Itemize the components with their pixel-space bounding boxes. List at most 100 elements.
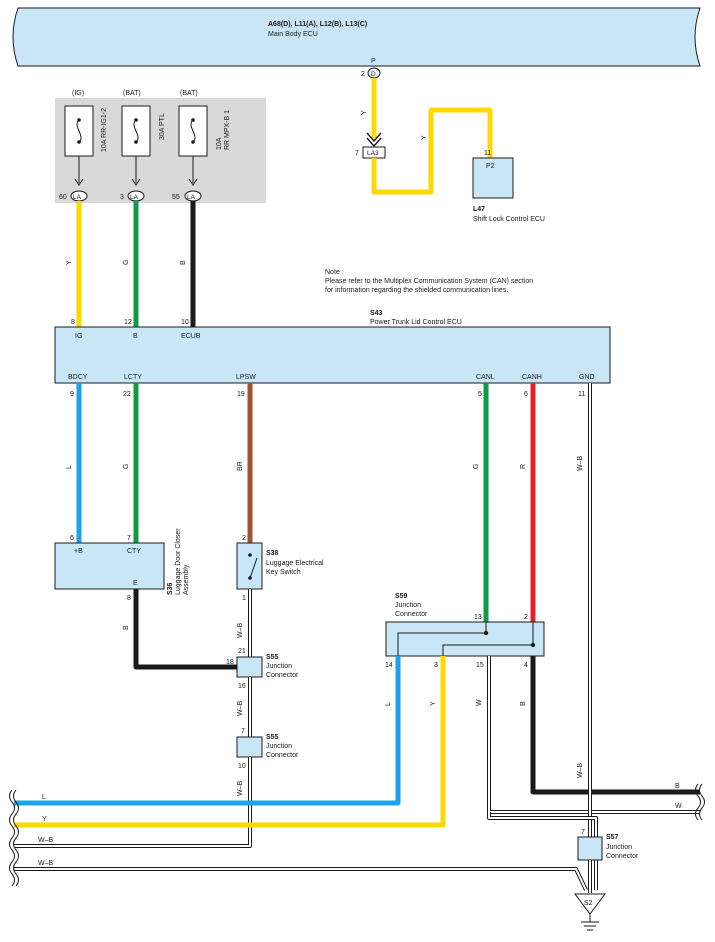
note-line-2: Please refer to the Multiplex Communicat… — [325, 278, 533, 285]
s55b-box — [236, 736, 263, 758]
fuse-ptl: (BAT) 30A PTL — [121, 90, 166, 186]
note-line-1: Note : — [325, 269, 344, 276]
wire-label-wb-gnd: W–B — [577, 456, 584, 472]
s57-pin-7: 7 — [581, 829, 585, 836]
s43-pin-11: 11 — [578, 391, 585, 398]
l47-term: P2 — [486, 163, 495, 170]
s43-term-ig: IG — [75, 333, 82, 340]
s43-term-canh: CANH — [522, 374, 542, 381]
s43-term-canl: CANL — [476, 374, 495, 381]
fuse-rr-ig1-2: (IG) 10A RR-IG1-2 — [64, 90, 108, 186]
wire-label-y-s59: Y — [430, 701, 437, 706]
s43-pin-22: 22 — [123, 391, 131, 398]
s38-pin-2: 2 — [242, 535, 246, 542]
fuse-3-source: (BAT) — [180, 90, 198, 97]
s59-pin-2: 2 — [524, 614, 528, 621]
wire-y-s59 — [14, 656, 446, 828]
s36-pin-8: 8 — [127, 595, 131, 602]
l47-box — [472, 157, 514, 199]
s38-name-2: Key Switch — [266, 569, 301, 576]
fuse-rr-mpx-b1: (BAT) 10A RR MPX-B 1 — [178, 90, 231, 186]
ground-label: S2 — [584, 900, 593, 907]
l47-code: L47 — [473, 206, 485, 213]
s59-pin-13: 13 — [474, 614, 482, 621]
s43-pin-19: 19 — [237, 391, 245, 398]
s43-pin-5: 5 — [478, 391, 482, 398]
wire-l-s59 — [14, 656, 401, 806]
s43-term-gnd: GND — [579, 374, 595, 381]
s36-code: S36 — [167, 582, 174, 595]
fuse-3-rating-1: 10A — [216, 137, 223, 150]
wire-label-br-lpsw: BR — [237, 461, 244, 471]
s36-term-b: +B — [74, 548, 83, 555]
la-connectors: LA 60 LA 3 LA 55 — [59, 190, 202, 202]
s43-pin-12: 12 — [124, 319, 132, 326]
left-wire-label-wb1: W–B — [38, 837, 54, 844]
wire-w-s59 — [487, 656, 700, 814]
s59-internal — [397, 622, 534, 656]
la3-arrow — [366, 132, 382, 148]
s36-name-2: Assembly — [183, 564, 190, 595]
note-line-3: for information regarding the shielded c… — [325, 287, 508, 294]
la-conn-2: LA — [130, 194, 139, 201]
wire-label-b-s36: B — [123, 625, 130, 630]
s55b-name-2: Connector — [266, 752, 299, 759]
s43-pin-6: 6 — [524, 391, 528, 398]
fuse-1-rating: 10A RR-IG1-2 — [101, 108, 108, 152]
main-ecu-pin-label: P — [371, 58, 376, 65]
wire-label-r-canh: R — [520, 464, 527, 469]
s55a-pin-21: 21 — [238, 648, 246, 655]
wire-label-b-s59: B — [520, 701, 527, 706]
left-wire-label-wb2: W–B — [38, 860, 54, 867]
s59-code: S59 — [395, 593, 408, 600]
wire-label-wb-s57: W–B — [577, 763, 584, 779]
wire-wb-s55-left — [14, 757, 252, 848]
break-marks-right — [695, 783, 705, 821]
wire-y-la3-l47 — [371, 107, 493, 195]
s36-term-cty: CTY — [127, 548, 141, 555]
fuse-1-source: (IG) — [72, 90, 84, 97]
s43-pin-8: 8 — [71, 319, 75, 326]
s43-term-lcty: LCTY — [124, 374, 142, 381]
s55a-box — [236, 656, 263, 678]
fuse-3-rating-2: RR MPX-B 1 — [224, 110, 231, 150]
main-ecu-pin-num: 2 — [361, 71, 365, 78]
la-pin-60: 60 — [59, 194, 67, 201]
wire-label-g-lcty: G — [123, 464, 130, 469]
wire-label-g-ptl: G — [123, 260, 130, 265]
s55a-code: S55 — [266, 654, 279, 661]
s59-box — [385, 621, 545, 657]
s36-pin-7: 7 — [127, 535, 131, 542]
main-ecu-codes: A68(D), L11(A), L12(B), L13(C) — [268, 21, 367, 28]
wire-label-b-ecub: B — [180, 260, 187, 265]
ground-s2: S2 — [574, 893, 606, 931]
s59-pin-3: 3 — [434, 662, 438, 669]
fuse-2-source: (BAT) — [123, 90, 141, 97]
s57-code: S57 — [606, 834, 619, 841]
s55b-name-1: Junction — [266, 743, 292, 750]
wire-label-g-canl: G — [473, 464, 480, 469]
wire-label-l-bdcy: L — [66, 465, 73, 469]
la-conn-3: LA — [187, 194, 196, 201]
s55a-pin-18: 18 — [226, 659, 234, 666]
right-wire-label-w: W — [675, 803, 682, 810]
s43-term-b: B — [133, 333, 138, 340]
la3-pin: 7 — [355, 150, 359, 157]
main-ecu-name: Main Body ECU — [268, 31, 318, 38]
s57-name-1: Junction — [606, 844, 632, 851]
l47-name: Shift Lock Control ECU — [473, 216, 545, 223]
s43-term-bdcy: BDCY — [68, 374, 88, 381]
s59-pin-14: 14 — [385, 662, 393, 669]
s36-box — [54, 542, 165, 590]
break-marks-left — [9, 789, 19, 887]
wire-label-la3-right: Y — [421, 135, 428, 140]
s59-pin-4: 4 — [524, 662, 528, 669]
s38-switch-blade — [249, 557, 258, 579]
s57-name-2: Connector — [606, 853, 639, 860]
s59-name-2: Connector — [395, 611, 428, 618]
la-pin-55: 55 — [172, 194, 180, 201]
wire-label-y-ig: Y — [66, 260, 73, 265]
wire-label-l-s59: L — [385, 702, 392, 706]
s38-box — [236, 542, 263, 590]
